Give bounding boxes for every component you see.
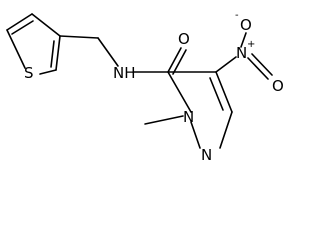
atom-o-nitro-top: O [240, 16, 252, 34]
bond [219, 111, 233, 149]
bond [97, 37, 119, 67]
chemical-structure: S NH O N + O - O N N [6, 10, 284, 164]
nitro-group [215, 32, 273, 80]
pyrazole-ring [167, 71, 233, 149]
atom-o-nitro-side: O [272, 77, 284, 95]
bond [6, 13, 33, 31]
bond [55, 35, 61, 71]
nitro-n-charge: + [247, 39, 255, 50]
bond [215, 56, 237, 73]
bond [11, 20, 34, 35]
bond [31, 13, 61, 37]
methylene-linker [59, 35, 119, 67]
bond [167, 71, 192, 113]
bond [215, 71, 233, 113]
methyl-bond [144, 115, 184, 125]
bond [247, 57, 269, 80]
atom-n-amide: NH [113, 64, 136, 82]
bond [59, 35, 99, 39]
atom-n-nitro: N [236, 44, 247, 62]
amide-group [132, 47, 187, 75]
atom-o-carbonyl: O [178, 30, 190, 48]
nitro-o-charge: - [235, 10, 239, 21]
bond [251, 53, 273, 76]
atom-n1: N [183, 108, 194, 126]
bond [172, 49, 187, 75]
bond [240, 32, 247, 48]
bond [6, 29, 26, 69]
atom-n2: N [201, 146, 212, 164]
bond [167, 47, 182, 73]
thiophene-ring [6, 13, 61, 75]
atom-s1: S [24, 64, 34, 82]
bond [190, 121, 201, 149]
bond [209, 77, 224, 111]
bond [39, 69, 57, 75]
bond [50, 40, 55, 68]
